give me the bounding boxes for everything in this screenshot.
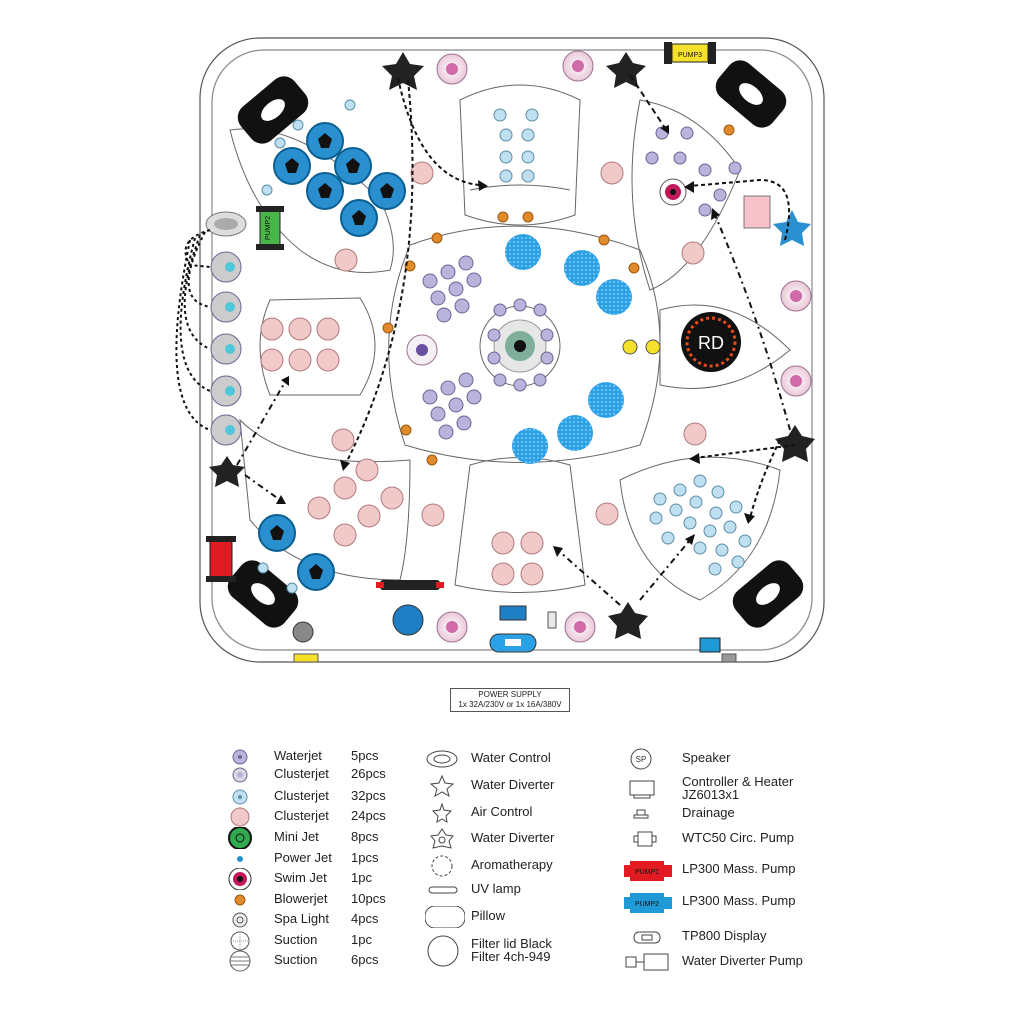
mini-jet-icon	[228, 827, 252, 849]
pump3: PUMP3	[664, 42, 716, 64]
pump1	[206, 536, 236, 582]
circ-pump	[699, 637, 737, 663]
blowerjets	[382, 124, 735, 466]
clusterjets-grey	[422, 126, 742, 440]
legend-item-air-control: Air Control	[425, 802, 605, 824]
rd-controller: RD	[681, 312, 741, 372]
legend-item-aromatherapy: Aromatherapy	[425, 855, 605, 877]
controller-heater-icon	[629, 780, 655, 799]
air-control-icon	[431, 802, 453, 823]
suction-icon	[230, 931, 250, 951]
circ-pump-icon	[633, 831, 657, 847]
drainage-icon	[633, 809, 649, 819]
clusterjets-blue	[257, 99, 752, 594]
speaker-icon: SP	[630, 748, 652, 770]
clusterjets-pink	[260, 161, 707, 586]
water-control	[205, 211, 247, 237]
power-supply-spec: 1x 32A/230V or 1x 16A/380V	[458, 700, 562, 709]
speaker	[292, 621, 319, 663]
mass-pump-red-icon: PUMP1	[624, 861, 672, 881]
water-diverter-star-icon	[429, 775, 455, 797]
clusterjet-blue-icon	[232, 789, 248, 805]
mass-pump-blue-icon: PUMP2	[624, 893, 672, 913]
flow-lines	[175, 74, 796, 606]
legend-item-water-diverter-pump: Water Diverter Pump	[624, 951, 824, 973]
rd-label: RD	[698, 333, 724, 353]
spa-tub-diagram: RD PUMP2 PUMP3	[175, 37, 825, 663]
legend-item-circ-pump: WTC50 Circ. Pump	[624, 828, 824, 850]
waterjet-icon	[232, 749, 248, 765]
water-diverter-pump-icon	[625, 953, 669, 971]
diverter-right	[775, 425, 815, 462]
suction-large-icon	[229, 950, 251, 972]
svg-text:PUMP1: PUMP1	[635, 869, 659, 876]
power-jets-top-left	[258, 122, 406, 591]
svg-text:PUMP2: PUMP2	[635, 901, 659, 908]
legend-item-water-diverter-star: Water Diverter	[425, 775, 605, 797]
pump3-label: PUMP3	[678, 52, 702, 59]
left-suction-column	[210, 251, 242, 446]
swim-jet	[659, 178, 687, 206]
legend-item-mass-pump-red: PUMP1 LP300 Mass. Pump	[624, 859, 824, 881]
uv-lamp-icon	[428, 886, 458, 894]
power-supply-box: POWER SUPPLY 1x 32A/230V or 1x 16A/380V	[450, 688, 570, 712]
diverter-blue	[743, 195, 811, 246]
legend-item-speaker: SP Speaker	[624, 748, 824, 770]
legend-item-drainage: Drainage	[624, 803, 824, 825]
diverter-top-right	[606, 52, 646, 88]
water-diverter-flower-icon	[430, 828, 454, 849]
diverter-top-left	[382, 52, 424, 90]
clusterjet-grey-icon	[232, 767, 248, 783]
drainage	[547, 611, 557, 629]
aromatherapy-icon	[431, 855, 453, 877]
water-diverters	[209, 52, 815, 639]
flow-arrowheads	[276, 125, 755, 557]
spa-lights	[406, 50, 812, 643]
diverter-left	[209, 456, 245, 487]
legend-item-controller-heater: Controller & Heater JZ6013x1	[624, 775, 824, 801]
pillow-icon	[425, 906, 465, 928]
water-control-icon	[426, 750, 458, 768]
clusterjet-pink-icon	[230, 807, 250, 827]
tp800-display	[489, 605, 537, 653]
power-supply-title: POWER SUPPLY	[478, 690, 542, 699]
swim-jet-icon	[228, 868, 252, 890]
svg-text:SP: SP	[636, 755, 647, 764]
uv-lamp	[376, 580, 444, 590]
blowerjet-icon	[234, 894, 246, 906]
legend-item-pillow: Pillow	[425, 906, 605, 928]
diverter-bottom	[608, 602, 648, 639]
center-waterjets	[487, 298, 554, 392]
pump2-label: PUMP2	[265, 216, 272, 240]
legend-item-tp800-display: TP800 Display	[624, 926, 824, 948]
tp800-display-icon	[633, 931, 661, 944]
aromatherapy	[392, 604, 424, 636]
legend-item-uv-lamp: UV lamp	[425, 879, 605, 901]
pump2: PUMP2	[256, 206, 284, 250]
center-jet	[493, 319, 547, 373]
legend-item-filter-lid: Filter lid Black Filter 4ch-949	[425, 935, 605, 967]
legend-item-water-diverter-flower: Water Diverter	[425, 828, 605, 850]
spa-light-icon	[232, 912, 248, 928]
filter-lid-icon	[427, 935, 459, 967]
power-jet-icon	[237, 856, 243, 862]
air-controls	[622, 339, 661, 355]
legend-item-mass-pump-blue: PUMP2 LP300 Mass. Pump	[624, 891, 824, 913]
legend-item-water-control: Water Control	[425, 748, 605, 770]
